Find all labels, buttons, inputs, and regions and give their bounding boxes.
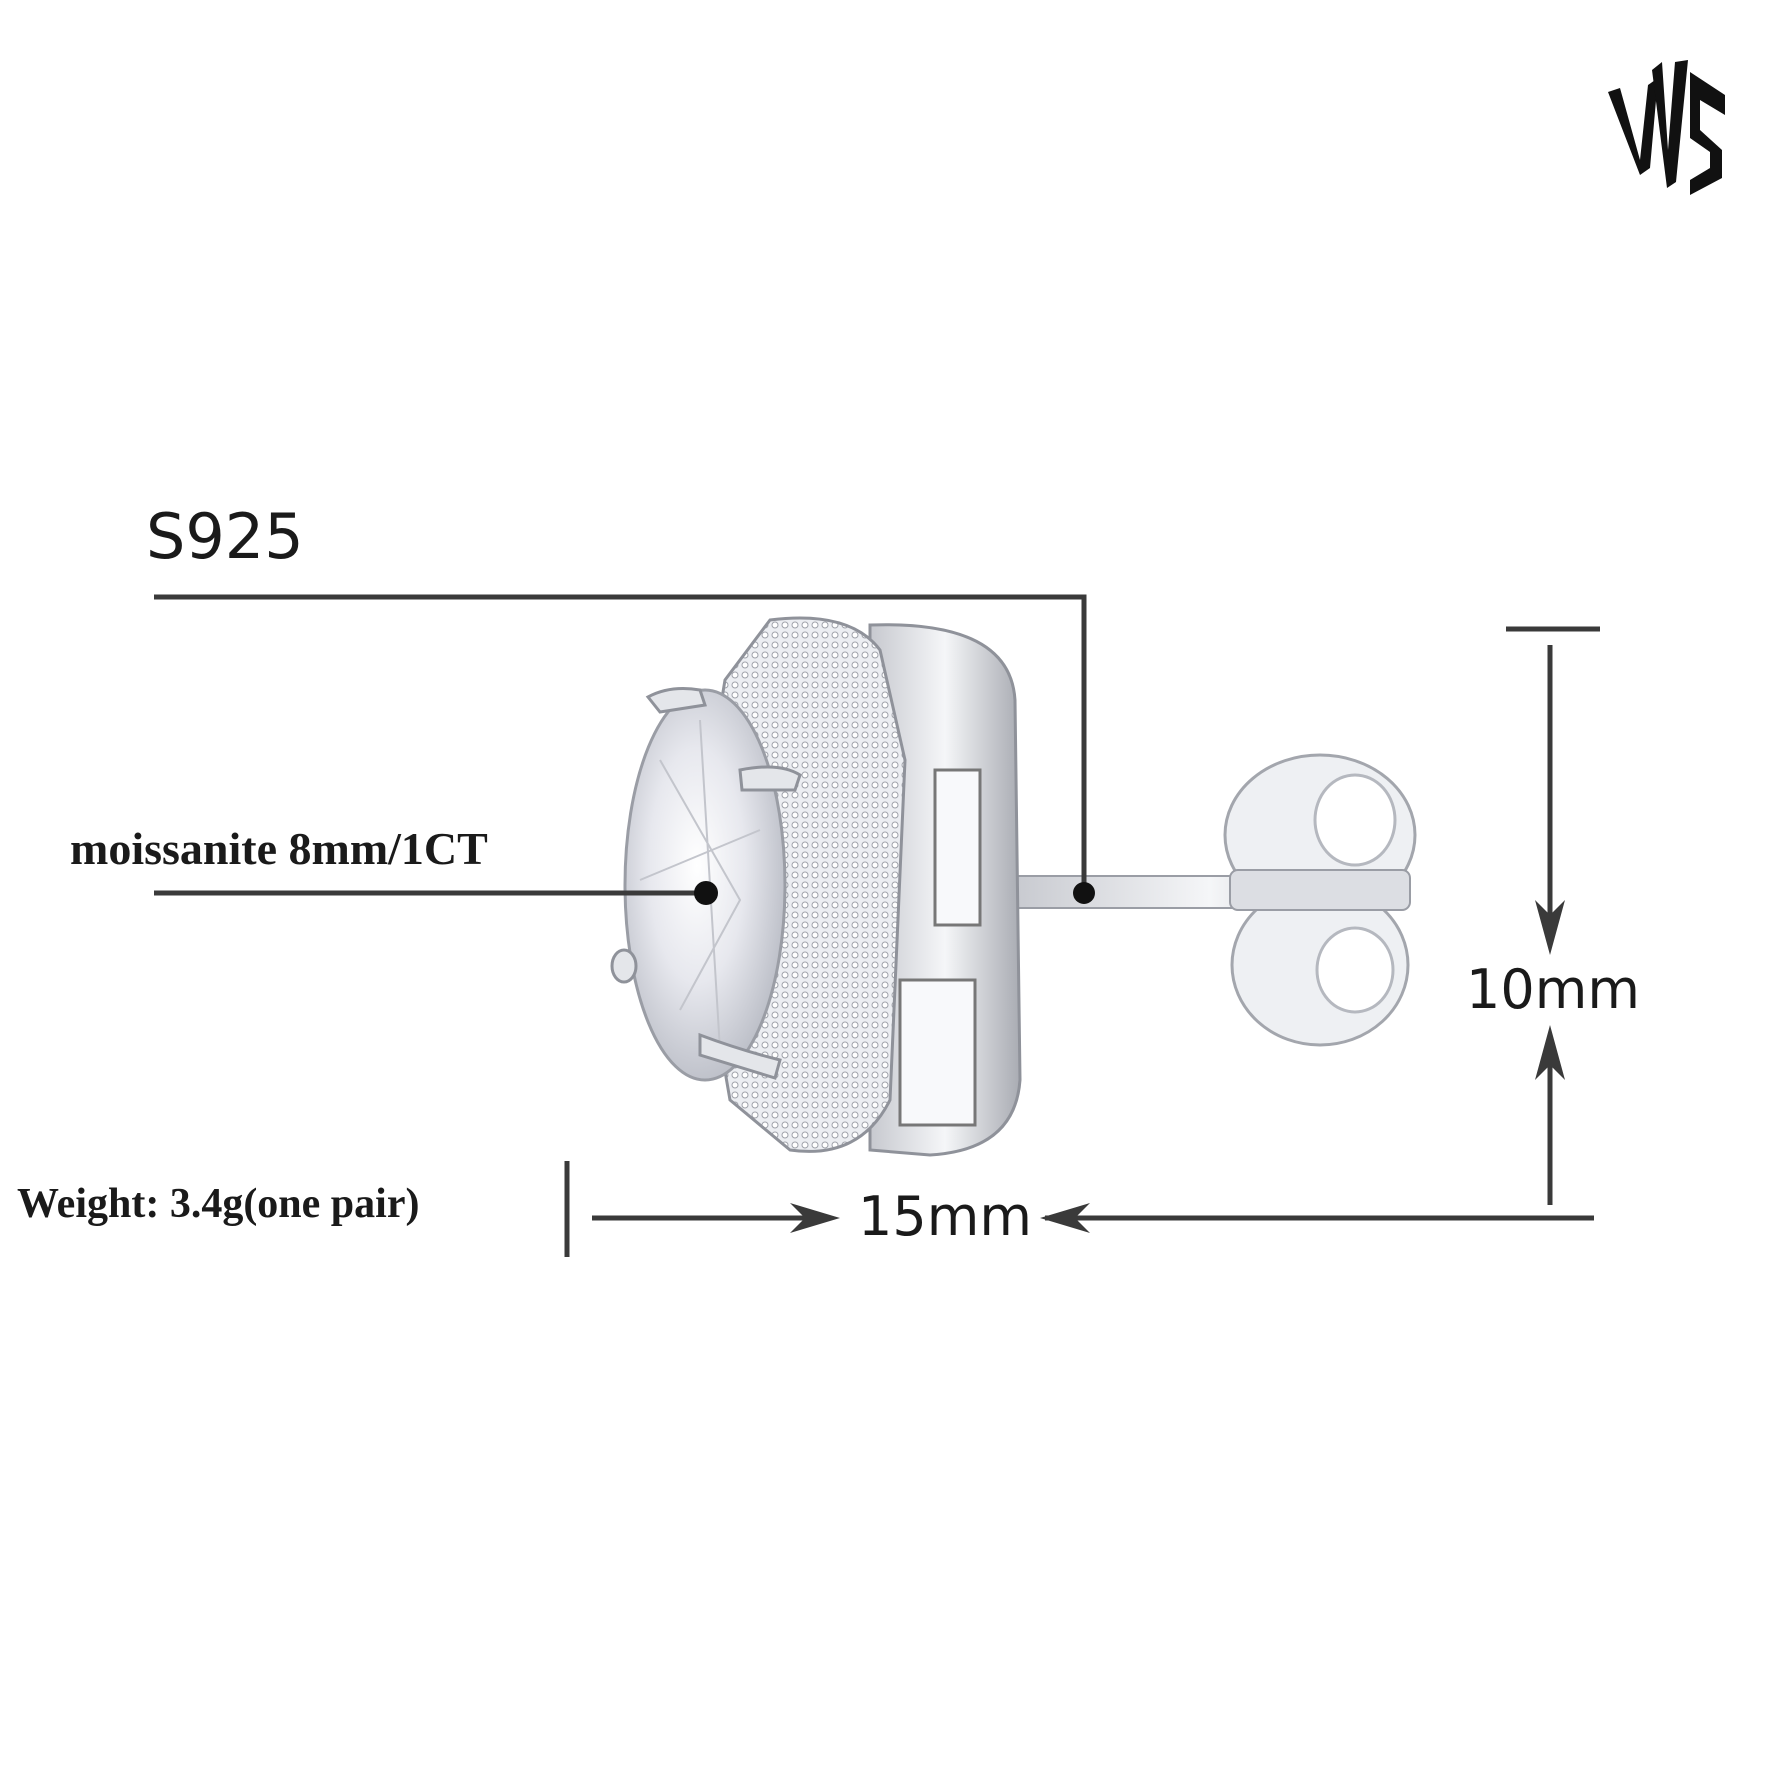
earring-image [610, 616, 1417, 1157]
arrowheads [790, 900, 1565, 1233]
prongs [610, 687, 802, 1080]
material-point-dot [1073, 882, 1095, 904]
height-label: 10mm [1466, 958, 1640, 1021]
material-leader-line [154, 594, 1087, 893]
stone-point-dot [694, 881, 718, 905]
annotation-lines [154, 594, 1600, 1257]
stone-label: moissanite 8mm/1CT [70, 823, 488, 874]
earring-back [1223, 753, 1417, 1047]
vvs-logo [1608, 60, 1725, 195]
width-label: 15mm [858, 1185, 1032, 1248]
material-label: S925 [146, 500, 304, 573]
weight-label: Weight: 3.4g(one pair) [17, 1181, 420, 1227]
